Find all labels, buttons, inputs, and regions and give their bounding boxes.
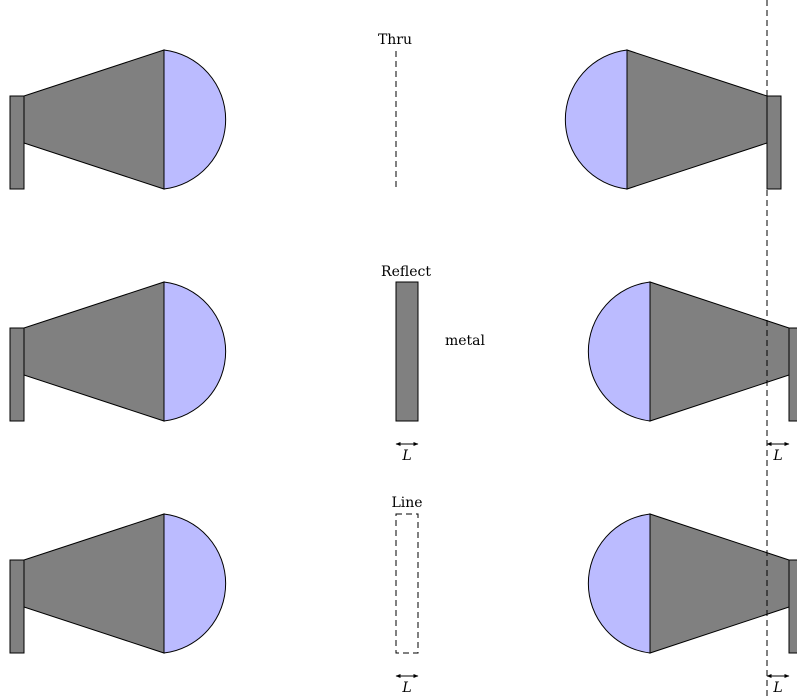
right-horn-antenna-reflect — [587, 281, 797, 422]
thru-label: Thru — [378, 32, 412, 48]
left-dielectric-lens — [163, 49, 227, 190]
line-row: Line L L — [9, 495, 797, 696]
left-waveguide-flange — [9, 95, 25, 190]
metal-reflector-plate — [395, 281, 419, 422]
length-label-right-line: L — [772, 680, 782, 696]
right-dielectric-lens — [587, 513, 651, 654]
metal-label: metal — [445, 333, 486, 349]
left-horn-antenna-line — [9, 513, 227, 654]
right-horn-body — [649, 281, 790, 422]
right-dielectric-lens — [564, 49, 628, 190]
left-horn-body — [23, 513, 165, 654]
right-horn-antenna-line — [587, 513, 797, 654]
right-waveguide-flange — [788, 559, 797, 654]
length-label-mid-line: L — [401, 680, 411, 696]
thru-row: Thru — [9, 32, 782, 190]
line-section-outline — [395, 513, 419, 654]
left-dielectric-lens — [163, 281, 227, 422]
right-horn-body — [626, 49, 768, 190]
right-horn-body — [649, 513, 790, 654]
right-horn-antenna-thru — [564, 49, 782, 190]
reflect-label: Reflect — [381, 264, 431, 280]
reflect-row: Reflect metal L L — [9, 264, 797, 464]
left-waveguide-flange — [9, 559, 25, 654]
length-label-right-reflect: L — [772, 448, 782, 464]
left-horn-body — [23, 281, 165, 422]
right-waveguide-flange — [788, 327, 797, 422]
left-dielectric-lens — [163, 513, 227, 654]
left-horn-body — [23, 49, 165, 190]
left-waveguide-flange — [9, 327, 25, 422]
left-horn-antenna-reflect — [9, 281, 227, 422]
left-horn-antenna-thru — [9, 49, 227, 190]
right-dielectric-lens — [587, 281, 651, 422]
length-label-mid-reflect: L — [401, 448, 411, 464]
line-label: Line — [391, 495, 422, 511]
right-waveguide-flange — [766, 95, 782, 190]
